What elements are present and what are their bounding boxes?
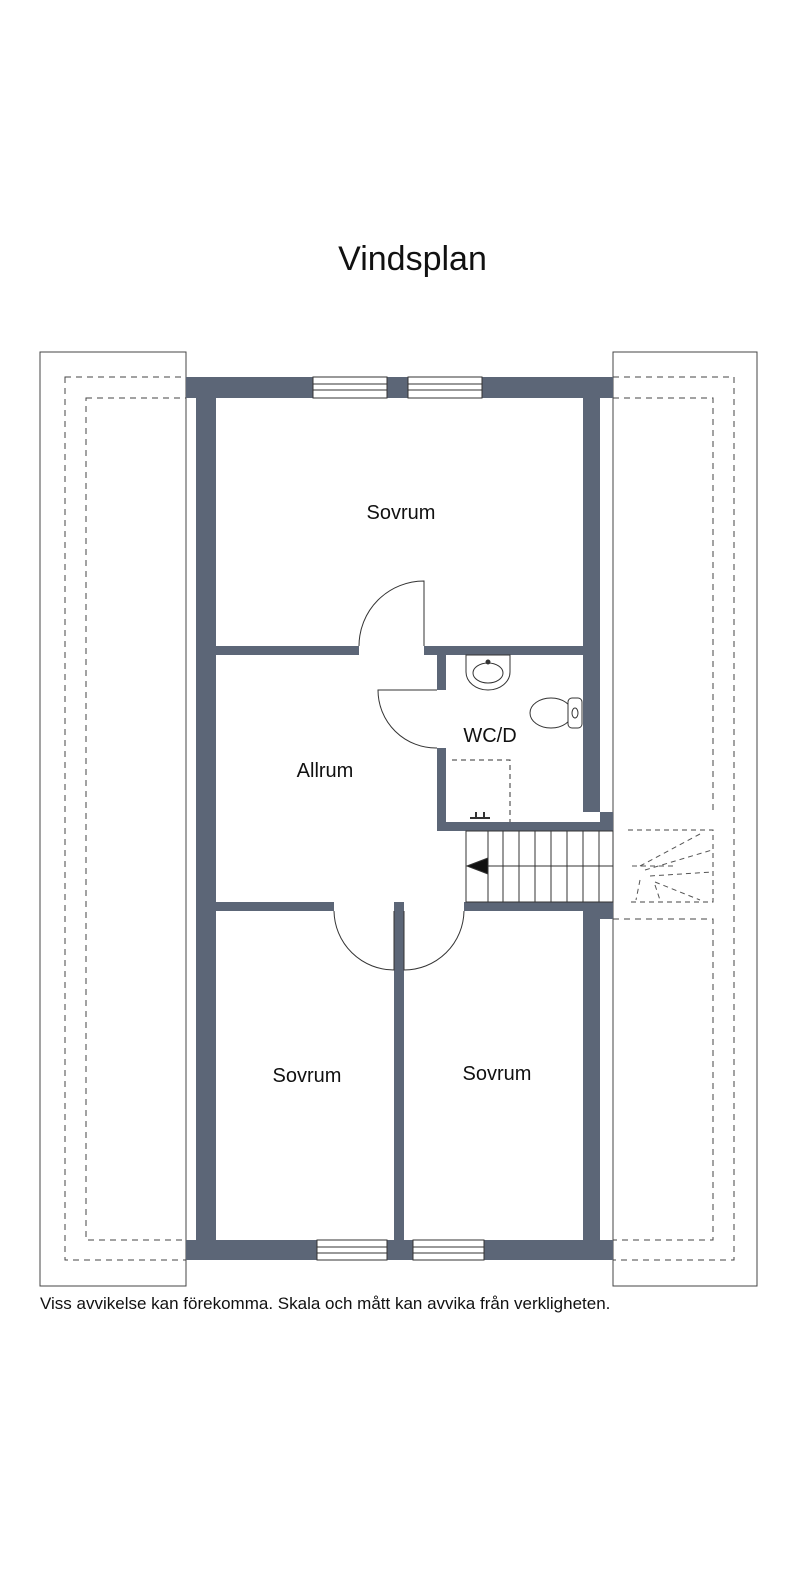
left-eave	[39, 351, 187, 1287]
stairs	[465, 830, 614, 903]
room-label-wc: WC/D	[463, 725, 516, 747]
room-label-sovrum-top: Sovrum	[367, 502, 436, 524]
room-label-sovrum-bottom-left: Sovrum	[273, 1065, 342, 1087]
windows	[312, 376, 485, 1261]
wc-fixtures	[452, 654, 583, 822]
shower-mixer-icon	[470, 812, 490, 819]
stair-direction-arrow	[465, 857, 489, 875]
disclaimer: Viss avvikelse kan förekomma. Skala och …	[40, 1294, 611, 1313]
shower-area	[452, 759, 511, 822]
walls	[186, 377, 613, 1260]
right-eave	[612, 351, 758, 1287]
room-label-allrum: Allrum	[297, 760, 354, 782]
room-label-sovrum-bottom-right: Sovrum	[463, 1063, 532, 1085]
doors	[333, 580, 465, 971]
plan-title: Vindsplan	[338, 240, 487, 278]
toilet-icon	[529, 697, 583, 729]
